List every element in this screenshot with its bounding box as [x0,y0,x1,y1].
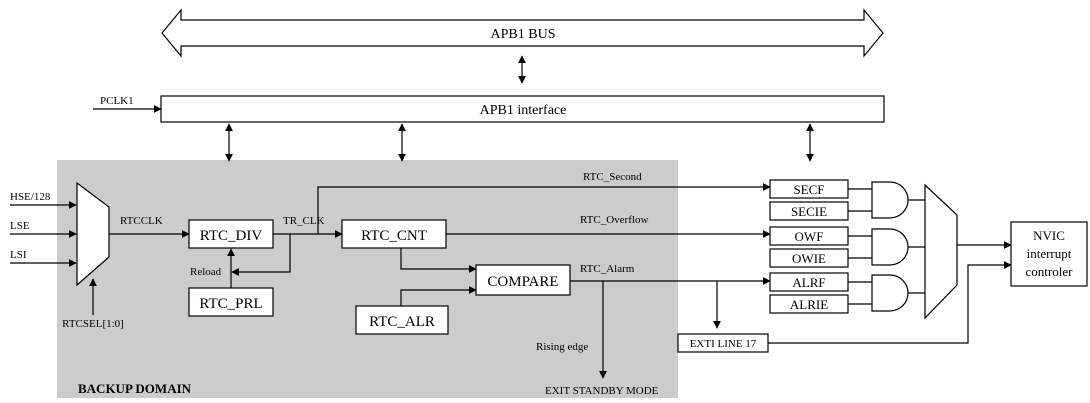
alr-compare-arrow [400,286,477,306]
rising-edge-label: Rising edge [536,341,588,353]
reload-label: Reload [190,266,222,278]
exti-nvic-arrow [768,261,1012,344]
tr-clk-label: TR_CLK [283,215,325,227]
lse-label: LSE [10,220,30,232]
alrie-label: ALRIE [790,297,828,312]
rtc-cnt-label: RTC_CNT [361,228,427,244]
rtc-alarm-label: RTC_Alarm [580,263,635,275]
rtcclk-label: RTCCLK [120,215,163,227]
and-gate-second [871,181,909,219]
rtc-alr-label: RTC_ALR [369,314,435,330]
rtc-overflow-label: RTC_Overflow [580,214,648,226]
rtc-second-label: RTC_Second [583,171,642,183]
and-gate-overflow [871,228,909,266]
nvic-label: NVIC [1033,228,1065,243]
compare-label: COMPARE [487,274,558,290]
apb1-interface-box [160,95,885,123]
rtc-second-arrow [317,183,771,234]
compare-block [475,264,571,296]
rtc-prl-block [188,287,274,317]
exit-standby-label: EXIT STANDBY MODE [545,385,659,397]
secie-label: SECIE [791,204,827,219]
and-gate-alarm [871,274,909,312]
reload-loop-arrow [231,234,291,276]
backup-domain-area [57,160,678,398]
rtcsel-label: RTCSEL[1:0] [62,318,124,330]
rtc-prl-label: RTC_PRL [199,296,262,312]
interrupt-or-block [924,183,958,320]
owf-label: OWF [795,229,824,244]
nvic-block [1010,221,1088,287]
apb1-interface-label: APB1 interface [480,103,567,118]
rtc-alr-block [355,305,449,335]
apb1-bus-label: APB1 BUS [491,27,556,42]
clock-source-mux [76,181,110,287]
nvic-interrupt-label: interrupt [1027,246,1072,261]
exti-line-label: EXTI LINE 17 [690,338,757,350]
cnt-compare-arrow [400,248,477,273]
secf-label: SECF [793,182,824,197]
rtc-cnt-block [341,219,447,249]
pclk1-label: PCLK1 [100,95,134,107]
nvic-controler-label: controler [1026,264,1074,279]
rtc-div-label: RTC_DIV [200,228,263,244]
lsi-label: LSI [10,249,27,261]
hse-label: HSE/128 [10,191,51,203]
apb1-bus-arrow [161,8,884,58]
backup-domain-label: BACKUP DOMAIN [78,381,192,396]
owie-label: OWIE [792,251,826,266]
alrf-label: ALRF [792,275,825,290]
